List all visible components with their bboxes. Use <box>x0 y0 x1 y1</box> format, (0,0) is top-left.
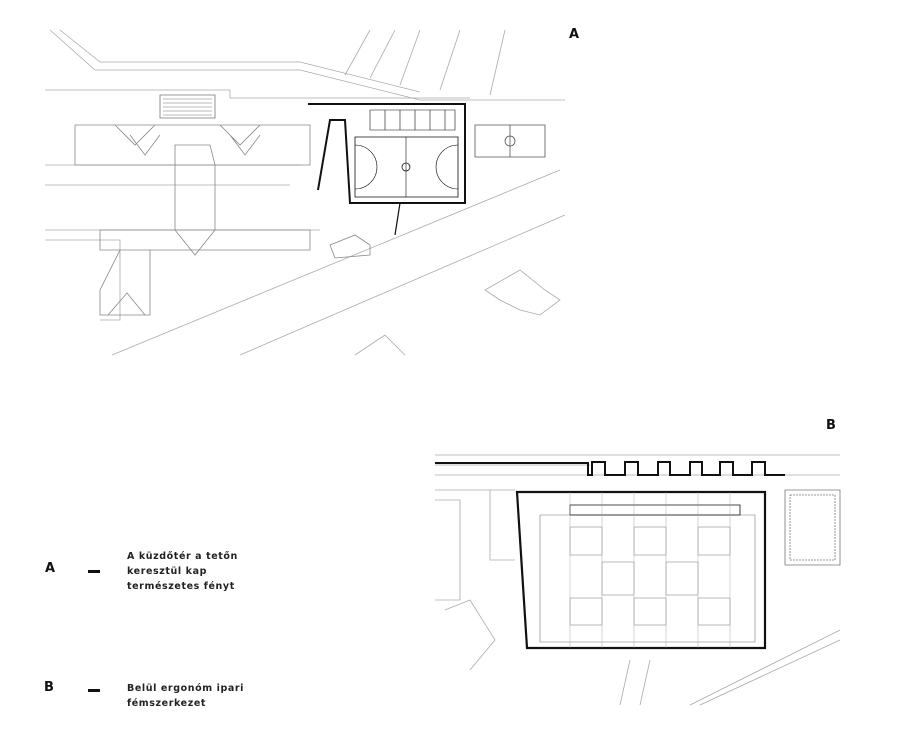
sports-hall-a <box>308 103 466 236</box>
legend-dash <box>88 689 100 692</box>
legend-dash <box>88 570 100 573</box>
sports-hall-b <box>435 461 785 650</box>
plan-a-marker: A <box>569 27 580 42</box>
legend-text-line: keresztül kap <box>127 566 208 577</box>
legend-text-line: természetes fényt <box>127 581 235 592</box>
legend-letter: A <box>45 561 56 576</box>
legend-text: A küzdőtér a tetőn keresztül kap termész… <box>127 549 238 594</box>
plan-b-marker: B <box>826 418 836 433</box>
legend-text-line: Belül ergonóm ipari <box>127 683 245 694</box>
legend-text-line: A küzdőtér a tetőn <box>127 551 238 562</box>
legend-letter: B <box>44 680 54 695</box>
legend-text: Belül ergonóm ipari fémszerkezet <box>127 681 244 711</box>
legend-text-line: fémszerkezet <box>127 698 207 709</box>
